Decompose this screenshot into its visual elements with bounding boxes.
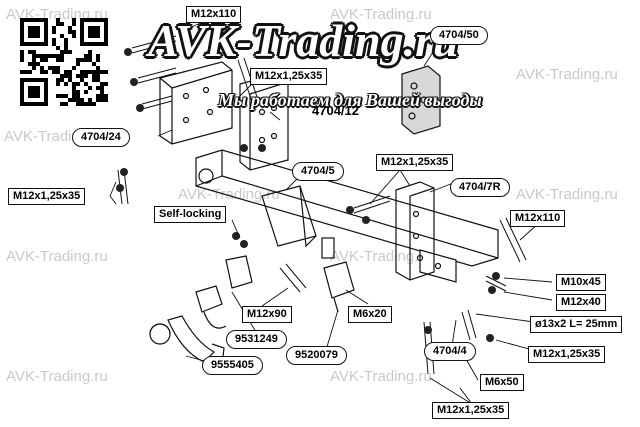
watermark-text: AVK-Trading.ru <box>330 248 432 265</box>
watermark-text: AVK-Trading.ru <box>516 66 618 83</box>
label-m12x125x35-br: M12x1,25x35 <box>528 346 606 363</box>
label-9520079: 9520079 <box>286 346 347 365</box>
watermark-text: AVK-Trading.ru <box>178 186 280 203</box>
watermark-text: AVK-Trading.ru <box>6 368 108 385</box>
label-m12x125x35-bottom: M12x1,25x35 <box>432 402 510 419</box>
label-m12x40: M12x40 <box>556 294 606 311</box>
label-9531249: 9531249 <box>226 330 287 349</box>
label-m6x50: M6x50 <box>480 374 524 391</box>
label-m6x20: M6x20 <box>348 306 392 323</box>
label-m12x90: M12x90 <box>242 306 292 323</box>
label-m10x45: M10x45 <box>556 274 606 291</box>
watermark-text: AVK-Trading.ru <box>330 6 432 23</box>
watermark-text: AVK-Trading.ru <box>6 248 108 265</box>
slogan-watermark: Мы работаем для Вашей выгоды <box>218 90 482 110</box>
qr-code <box>20 18 108 106</box>
label-4704-4: 4704/4 <box>424 342 476 361</box>
watermark-text: AVK-Trading.ru <box>330 368 432 385</box>
label-4704-5: 4704/5 <box>292 162 344 181</box>
label-4704-7r: 4704/7R <box>450 178 510 197</box>
label-washer: ø13x2 L= 25mm <box>530 316 623 333</box>
label-9555405: 9555405 <box>202 356 263 375</box>
label-m12x125x35-mid: M12x1,25x35 <box>376 154 454 171</box>
label-m12x110-top: M12x110 <box>186 6 242 23</box>
label-self-locking: Self-locking <box>154 206 227 223</box>
label-m12x110-right: M12x110 <box>510 210 566 227</box>
brand-watermark: AVK-Trading.ru <box>148 15 459 66</box>
label-m12x125x35-left: M12x1,25x35 <box>8 188 86 205</box>
label-4704-12: 4704/12 <box>312 103 359 118</box>
label-m12x125x35-top: M12x1,25x35 <box>250 68 328 85</box>
watermark-text: AVK-Trading.ru <box>516 186 618 203</box>
label-4704-24: 4704/24 <box>72 128 130 147</box>
label-4704-50: 4704/50 <box>430 26 488 45</box>
